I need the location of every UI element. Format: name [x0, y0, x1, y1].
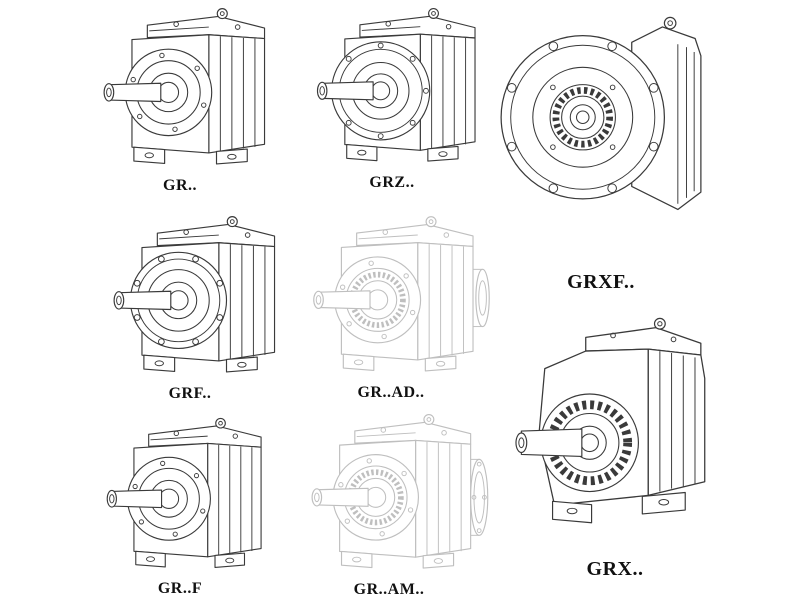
- gearbox-drawing-gram: [311, 413, 489, 569]
- gearbox-label-grf: GRF..: [168, 385, 212, 402]
- gearbox-label-gr: GR..: [163, 177, 197, 194]
- gearbox-drawing-gr: [103, 8, 266, 165]
- gearbox-label-grad: GR..AD..: [357, 384, 425, 401]
- gearbox-figure-gr: GR..: [78, 4, 282, 195]
- gearbox-figure-grff: GR..F: [82, 414, 278, 598]
- gearbox-label-gram: GR..AM..: [353, 581, 425, 598]
- gearbox-drawing-grz: [316, 8, 476, 162]
- gearbox-figure-grad: GR..AD..: [288, 212, 494, 402]
- gearbox-figure-grf: GRF..: [88, 212, 292, 403]
- gearbox-drawing-grad: [313, 216, 490, 372]
- gearbox-drawing-grxf: [488, 2, 714, 269]
- gearbox-figure-gram: GR..AM..: [286, 410, 492, 599]
- gearbox-figure-grz: GRZ..: [292, 4, 492, 192]
- gearbox-label-grff: GR..F: [157, 580, 203, 597]
- gearbox-drawing-grx: [496, 310, 734, 556]
- gearbox-label-grxf: GRXF..: [567, 271, 635, 293]
- gearbox-drawing-grff: [106, 417, 262, 568]
- gearbox-figure-grx: GRX..: [496, 310, 734, 581]
- gearbox-label-grx: GRX..: [586, 558, 644, 580]
- gearbox-drawing-grf: [113, 216, 276, 373]
- gearbox-figure-grxf: GRXF..: [488, 2, 714, 294]
- gearbox-label-grz: GRZ..: [369, 174, 415, 191]
